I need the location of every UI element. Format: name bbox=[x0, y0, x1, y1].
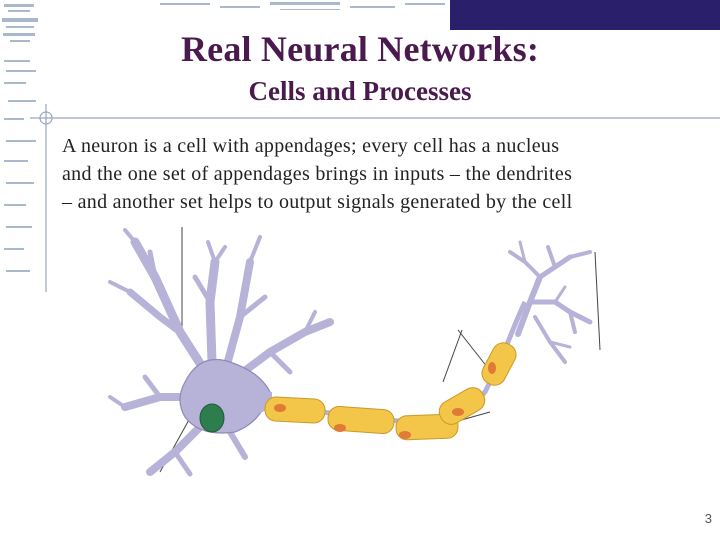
page-number: 3 bbox=[704, 511, 712, 526]
pointer-line-node bbox=[442, 329, 463, 383]
decorative-header-pattern bbox=[160, 2, 445, 10]
schwann-cell-nuclei bbox=[274, 362, 496, 439]
body-line: – and another set helps to output signal… bbox=[62, 191, 573, 213]
body-line: and the one set of appendages brings in … bbox=[62, 163, 573, 185]
myelin-segment bbox=[481, 342, 517, 386]
dendrites bbox=[108, 228, 334, 477]
body-line: A neuron is a cell with appendages; ever… bbox=[62, 135, 560, 157]
myelin-segment bbox=[264, 396, 326, 424]
body-paragraph: A neuron is a cell with appendages; ever… bbox=[62, 132, 702, 216]
neuron-diagram bbox=[108, 227, 601, 477]
slide-title: Real Neural Networks: bbox=[180, 29, 540, 69]
axon-terminal bbox=[508, 240, 593, 364]
myelin-segment bbox=[438, 387, 486, 425]
header-corner-box bbox=[450, 0, 720, 30]
slide-subtitle: Cells and Processes bbox=[248, 76, 472, 106]
nucleus bbox=[199, 403, 225, 433]
pointer-line-terminal bbox=[594, 251, 601, 351]
myelin-sheath bbox=[264, 342, 517, 441]
decorative-logo bbox=[2, 4, 38, 272]
